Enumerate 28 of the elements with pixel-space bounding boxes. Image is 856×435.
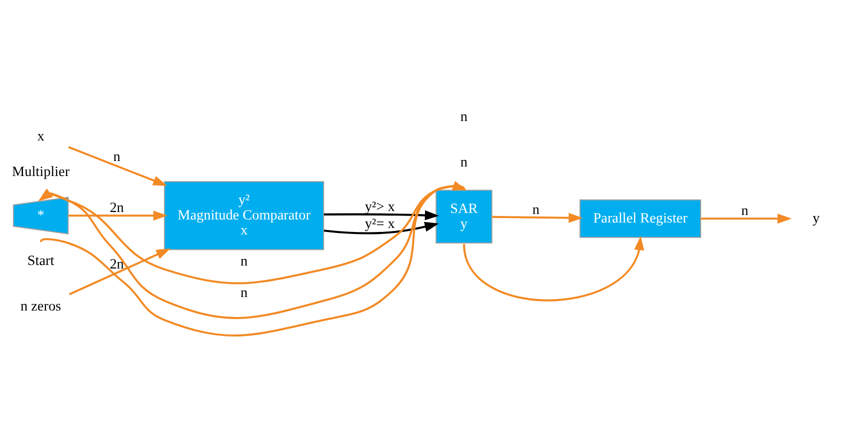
label: n [460,109,468,126]
edge-label: y²= x [364,216,395,232]
arrow [324,210,440,220]
edge-label: n [532,202,540,218]
arrow [492,212,583,223]
node-text: x [37,128,44,144]
arrow [68,248,171,296]
node-text: y [812,210,820,226]
arrow [68,146,168,186]
edge-label: n [240,253,248,270]
arrow [68,210,168,221]
edge-label: n [240,284,248,301]
edge-label: 2n [110,200,124,216]
label: n [460,154,468,171]
arrow [462,236,644,302]
edge-label: 2n [110,256,124,273]
arrow [324,222,439,234]
node-box: SAR y [436,190,492,244]
arrow [700,214,792,224]
node-box: y² Magnitude Comparator x [164,181,324,250]
node-text: n zeros [20,298,62,315]
edge-label: y²> x [364,198,395,215]
node-box: * [12,196,69,234]
edge-label: n [113,149,120,166]
edge-label: n [741,202,748,219]
node-box: Parallel Register [580,199,702,238]
node-text: Start [27,252,54,269]
node-label: Multiplier [12,164,70,180]
